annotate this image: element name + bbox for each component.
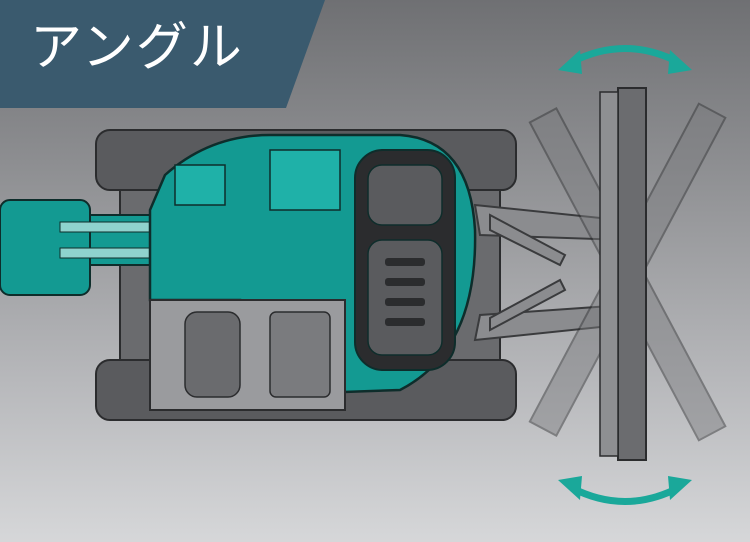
blade-straight bbox=[599, 87, 647, 461]
top-curved-arrow bbox=[558, 45, 692, 74]
bottom-curved-arrow bbox=[558, 476, 692, 505]
blade-linkage bbox=[473, 203, 627, 342]
title-text: アングル bbox=[30, 18, 244, 78]
operator-cab bbox=[149, 299, 346, 411]
title-banner bbox=[0, 0, 325, 108]
